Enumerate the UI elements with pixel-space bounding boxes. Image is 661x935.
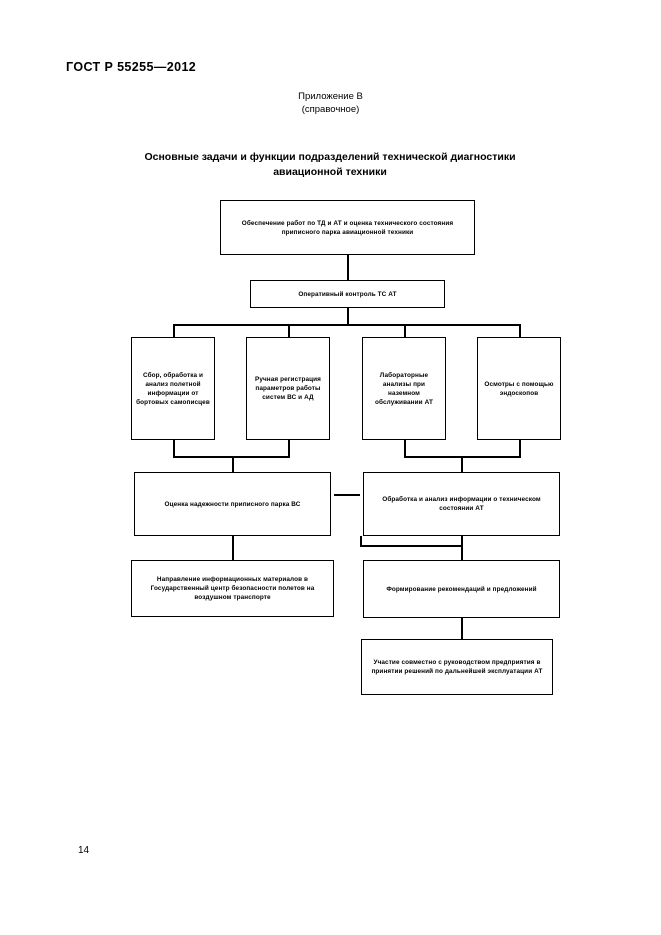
appendix-sublabel: (справочное) (301, 104, 360, 115)
connector-n6-down (519, 440, 521, 456)
connector-n2-down (347, 308, 349, 324)
flowchart-node-n5-label: Лабораторные анализы при наземном обслуж… (375, 371, 433, 406)
flowchart-node-n9[interactable]: Направление информационных материалов в … (131, 560, 334, 617)
connector-n8-left-branch (360, 545, 463, 547)
appendix-caption: Приложение В (справочное) (0, 90, 661, 116)
standard-header: ГОСТ Р 55255—2012 (66, 60, 197, 74)
connector-merge-right-to-n8 (461, 456, 463, 472)
page-title-line-1: Основные задачи и функции подразделений … (144, 151, 516, 163)
connector-bus-to-n4 (288, 324, 290, 337)
flowchart-node-n6-label: Осмотры с помощью эндоскопов (484, 380, 554, 397)
connector-row3-bus (173, 324, 520, 326)
connector-bus-to-n6 (519, 324, 521, 337)
connector-bus-to-n5 (404, 324, 406, 337)
connector-n8-down (461, 536, 463, 560)
flowchart-node-n6[interactable]: Осмотры с помощью эндоскопов (477, 337, 561, 440)
flowchart-node-n8[interactable]: Обработка и анализ информации о техничес… (363, 472, 560, 536)
flowchart-node-n10[interactable]: Формирование рекомендаций и предложений (363, 560, 560, 618)
connector-bus-to-n3 (173, 324, 175, 337)
flowchart-node-n8-label: Обработка и анализ информации о техничес… (382, 496, 541, 512)
connector-merge-left-to-n7 (232, 456, 234, 472)
page-number: 14 (78, 845, 90, 856)
connector-n8-left-branch-stub (360, 536, 362, 546)
connector-n10-n11 (461, 618, 463, 639)
connector-n4-down (288, 440, 290, 456)
connector-n3-down (173, 440, 175, 456)
page-title: Основные задачи и функции подразделений … (80, 150, 580, 180)
flowchart-node-n11-label: Участие совместно с руководством предпри… (371, 659, 543, 675)
flowchart-node-n10-label: Формирование рекомендаций и предложений (386, 585, 537, 593)
flowchart-node-n4-label: Ручная регистрация параметров работы сис… (254, 376, 322, 401)
connector-n1-n2 (347, 255, 349, 280)
flowchart-node-n2-label: Оперативный контроль ТС АТ (298, 290, 397, 298)
flowchart-node-n1[interactable]: Обеспечение работ по ТД и АТ и оценка те… (220, 200, 475, 255)
flowchart-node-n3-label: Сбор, обработка и анализ полетной информ… (136, 371, 210, 406)
connector-n5-down (404, 440, 406, 456)
flowchart-node-n11[interactable]: Участие совместно с руководством предпри… (361, 639, 553, 695)
flowchart-node-n4[interactable]: Ручная регистрация параметров работы сис… (246, 337, 330, 440)
flowchart-node-n1-label: Обеспечение работ по ТД и АТ и оценка те… (241, 219, 454, 236)
connector-n8-to-n7 (334, 494, 360, 496)
flowchart-node-n7-label: Оценка надежности приписного парка ВС (164, 500, 301, 508)
page-title-line-2: авиационной техники (273, 166, 387, 178)
connector-n7-n9 (232, 536, 234, 560)
flowchart-node-n3[interactable]: Сбор, обработка и анализ полетной информ… (131, 337, 215, 440)
flowchart-node-n9-label: Направление информационных материалов в … (150, 576, 315, 601)
flowchart-node-n2[interactable]: Оперативный контроль ТС АТ (250, 280, 445, 308)
appendix-label: Приложение В (298, 91, 363, 102)
flowchart-node-n5[interactable]: Лабораторные анализы при наземном обслуж… (362, 337, 446, 440)
flowchart-node-n7[interactable]: Оценка надежности приписного парка ВС (134, 472, 331, 536)
connector-merge-left (173, 456, 290, 458)
